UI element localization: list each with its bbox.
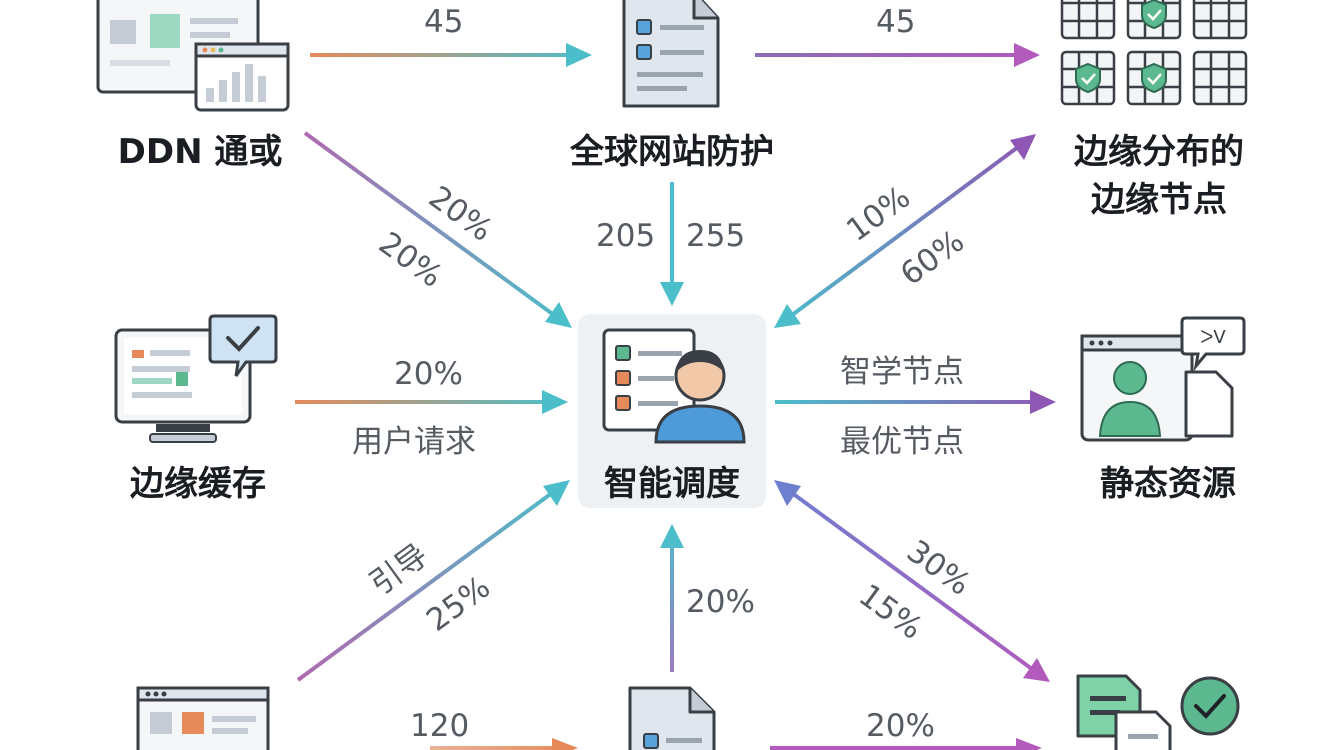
edge-bottom-left-partial: [430, 738, 578, 750]
edge-label-cache-to-hub-top: 20%: [394, 356, 463, 392]
edge-label-bottom-left-value: 120: [410, 708, 470, 744]
edge-ddn-to-hub: [303, 131, 572, 328]
node-label-edge-cache: 边缘缓存: [130, 464, 266, 504]
document-list-icon: [622, 0, 720, 108]
edge-label-protection-to-edge: 45: [876, 4, 916, 40]
edge-cache-to-hub: [295, 390, 568, 414]
edge-bottom-right-partial: [770, 738, 1042, 750]
user-checklist-icon: [578, 314, 766, 508]
files-check-icon: [1076, 674, 1240, 750]
node-label-edge-nodes-line1: 边缘分布的: [1074, 132, 1244, 172]
monitor-check-icon: [114, 314, 278, 443]
edge-bottom-middle-to-hub: [660, 524, 684, 672]
edge-label-cache-to-hub-bottom: 用户请求: [352, 424, 476, 460]
browser-windows-chart-icon: [96, 0, 290, 112]
edge-label-bm-to-hub: 20%: [686, 584, 755, 620]
edge-label-hub-to-static-top: 智学节点: [840, 354, 964, 390]
grid-check-icon: [1060, 0, 1248, 106]
svg-text:ᐳᐯ: ᐳᐯ: [1200, 327, 1226, 348]
edge-hub-to-static: [775, 390, 1056, 414]
node-label-hub: 智能调度: [604, 464, 740, 504]
edge-label-protection-to-hub-b: 255: [686, 218, 746, 254]
document-icon: [628, 686, 716, 750]
edge-ddn-to-protection: [310, 43, 592, 67]
edge-label-protection-to-hub-a: 205: [596, 218, 656, 254]
node-label-edge-nodes-line2: 边缘节点: [1091, 180, 1227, 220]
edge-protection-to-hub: [660, 182, 684, 306]
node-label-global-protection: 全球网站防护: [570, 132, 774, 172]
edge-label-bottom-right-value: 20%: [866, 708, 935, 744]
edge-bottom-left-to-hub: [296, 480, 570, 682]
monitor-window-icon: [136, 686, 270, 750]
person-chat-icon: ᐳᐯ: [1080, 316, 1246, 442]
edge-edge-to-hub: [774, 134, 1036, 328]
edge-label-hub-to-static-bottom: 最优节点: [840, 424, 964, 460]
edge-label-ddn-to-protection: 45: [424, 4, 464, 40]
edge-hub-to-bottom-right: [774, 480, 1050, 682]
edge-protection-to-edge: [755, 43, 1040, 67]
node-label-ddn: DDN 通或: [117, 132, 283, 172]
node-label-static-resources: 静态资源: [1100, 464, 1236, 504]
